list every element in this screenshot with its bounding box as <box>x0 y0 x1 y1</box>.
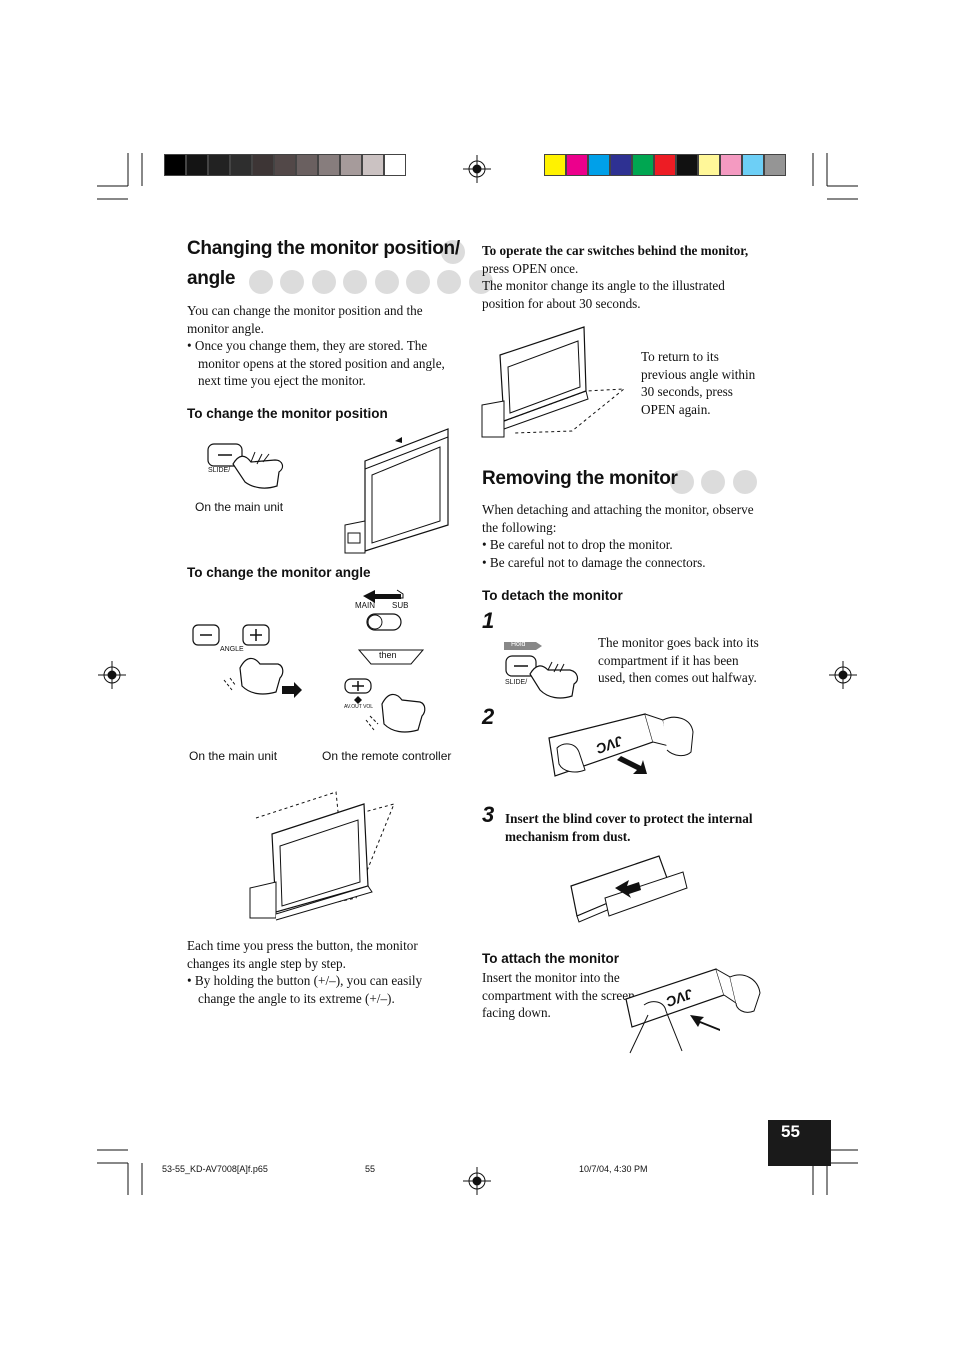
angle-caption-main: On the main unit <box>189 749 278 763</box>
removing-bullet-2: • Be careful not to damage the connector… <box>482 554 706 570</box>
car-switch-paragraph: To operate the car switches behind the m… <box>482 242 754 312</box>
color-calibration-bar <box>544 154 786 176</box>
step-3-text: Insert the blind cover to protect the in… <box>505 811 753 844</box>
angle-buttons-illustration <box>192 624 302 698</box>
angle-after-text: Each time you press the button, the moni… <box>187 937 459 1007</box>
color-swatch-6 <box>654 154 676 176</box>
switch-main-label: MAIN <box>355 601 375 610</box>
page-number: 55 <box>781 1122 800 1141</box>
hold-label: Hold <box>511 641 526 648</box>
return-text: To return to its previous angle within 3… <box>641 349 756 417</box>
car-switch-text2: The monitor change its angle to the illu… <box>482 278 725 311</box>
intro-text: You can change the monitor position and … <box>187 303 423 336</box>
title-line2: angle <box>187 268 236 289</box>
color-swatch-4 <box>610 154 632 176</box>
removing-bullet-1-text: Be careful not to drop the monitor. <box>489 537 673 553</box>
position-heading: To change the monitor position <box>187 406 388 421</box>
footer-center-number: 55 <box>365 1164 376 1174</box>
removing-intro: When detaching and attaching the monitor… <box>482 502 754 535</box>
color-swatch-2 <box>566 154 588 176</box>
then-label: then <box>379 650 397 660</box>
step1-button-label: SLIDE/ <box>505 679 528 686</box>
step-2-number: 2 <box>482 704 495 729</box>
attach-text: Insert the monitor into the compartment … <box>482 970 635 1021</box>
angle-heading: To change the monitor angle <box>187 565 371 580</box>
gray-swatch-8 <box>318 154 340 176</box>
slide-button-label: SLIDE/ <box>208 467 231 474</box>
detach-heading: To detach the monitor <box>482 588 623 603</box>
gray-swatch-9 <box>340 154 362 176</box>
title-dots-row <box>249 270 493 294</box>
intro-paragraph: You can change the monitor position and … <box>187 302 459 390</box>
footer-file: 53-55_KD-AV7008[A]f.p65 <box>162 1164 268 1174</box>
color-swatch-1 <box>544 154 566 176</box>
position-caption: On the main unit <box>195 500 284 514</box>
attach-heading: To attach the monitor <box>482 951 619 966</box>
angle-caption-remote: On the remote controller <box>322 749 452 763</box>
remote-button-label: AV.OUT VOL <box>344 704 374 710</box>
section-title-removing: Removing the monitor <box>482 468 762 496</box>
tilted-monitor-illustration <box>481 326 626 438</box>
gray-swatch-7 <box>296 154 318 176</box>
main-sub-switch-illustration <box>357 589 425 665</box>
registration-target-bottom <box>463 1167 491 1195</box>
page-number-tab: 55 <box>768 1120 831 1166</box>
step-1-text: The monitor goes back into its compartme… <box>598 635 759 686</box>
step-3-number: 3 <box>482 802 495 827</box>
remote-button-illustration <box>344 678 426 733</box>
color-swatch-8 <box>698 154 720 176</box>
step-1-number: 1 <box>482 608 495 633</box>
gray-swatch-3 <box>208 154 230 176</box>
gray-swatch-1 <box>164 154 186 176</box>
removing-bullet-1: • Be careful not to drop the monitor. <box>482 537 673 553</box>
color-swatch-9 <box>720 154 742 176</box>
blind-cover-illustration <box>570 855 688 923</box>
color-swatch-3 <box>588 154 610 176</box>
car-switch-bold: To operate the car switches behind the m… <box>482 243 749 258</box>
removing-title: Removing the monitor <box>482 468 678 489</box>
gray-swatch-2 <box>186 154 208 176</box>
angle-after-bullet-text: By holding the button (+/–), you can eas… <box>194 973 423 1006</box>
switch-sub-label: SUB <box>392 601 409 610</box>
color-swatch-11 <box>764 154 786 176</box>
hold-button-illustration <box>504 642 579 699</box>
gray-calibration-bar <box>164 154 406 176</box>
attach-monitor-illustration <box>625 968 761 1054</box>
gray-swatch-5 <box>252 154 274 176</box>
title-line1: Changing the monitor position/ <box>187 238 460 259</box>
color-swatch-7 <box>676 154 698 176</box>
color-swatch-10 <box>742 154 764 176</box>
intro-bullet-text: Once you change them, they are stored. T… <box>194 338 445 389</box>
gray-swatch-10 <box>362 154 384 176</box>
color-swatch-5 <box>632 154 654 176</box>
registration-target-top <box>463 155 491 183</box>
intro-bullet: • Once you change them, they are stored.… <box>187 338 445 389</box>
car-switch-rest: press OPEN once. <box>482 260 579 276</box>
slide-button-illustration <box>207 443 284 489</box>
monitor-angle-illustration <box>249 791 395 921</box>
section-title-monitor-position: Changing the monitor position/ angle <box>187 238 493 296</box>
gray-swatch-11 <box>384 154 406 176</box>
title-dot <box>441 240 465 264</box>
monitor-unit-illustration <box>344 428 449 554</box>
angle-after-bullet: • By holding the button (+/–), you can e… <box>187 973 423 1006</box>
registration-target-right <box>829 661 857 689</box>
removing-bullet-2-text: Be careful not to damage the connectors. <box>489 554 706 570</box>
angle-button-label: ANGLE <box>220 646 244 653</box>
gray-swatch-6 <box>274 154 296 176</box>
removing-dots <box>670 470 757 494</box>
registration-target-left <box>98 661 126 689</box>
detach-monitor-illustration <box>548 713 694 777</box>
angle-after-text-main: Each time you press the button, the moni… <box>187 938 418 971</box>
gray-swatch-4 <box>230 154 252 176</box>
removing-paragraph: When detaching and attaching the monitor… <box>482 501 757 571</box>
footer-datetime: 10/7/04, 4:30 PM <box>579 1164 648 1174</box>
